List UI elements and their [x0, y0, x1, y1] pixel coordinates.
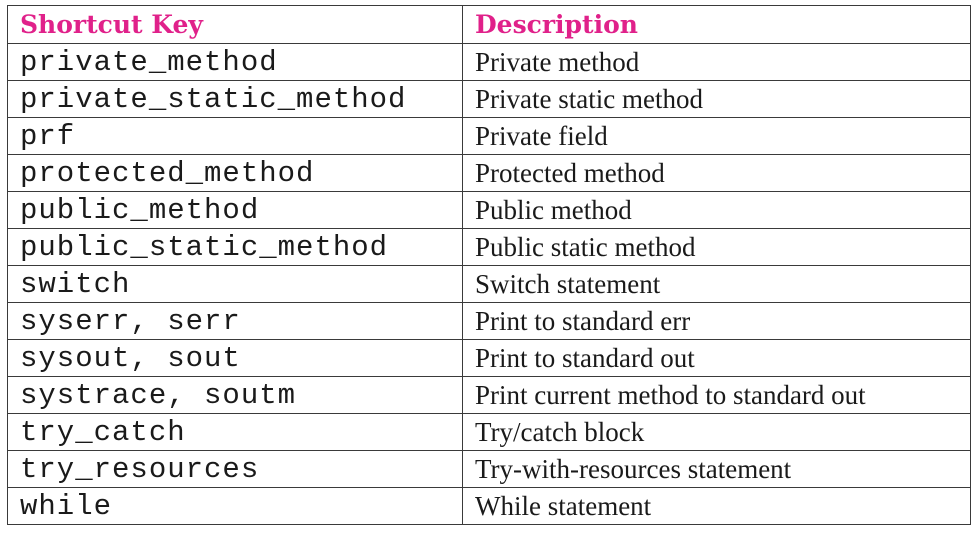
shortcut-key-cell: prf — [7, 117, 463, 155]
shortcut-key-cell: protected_method — [7, 154, 463, 192]
shortcut-key-cell: private_method — [7, 43, 463, 81]
description-cell: Try/catch block — [462, 413, 971, 451]
description-cell: While statement — [462, 487, 971, 525]
header-shortcut-key: Shortcut Key — [7, 5, 463, 44]
table-row: systrace, soutm Print current method to … — [7, 376, 971, 414]
header-description: Description — [462, 5, 971, 44]
description-cell: Private field — [462, 117, 971, 155]
shortcut-key-cell: try_resources — [7, 450, 463, 488]
table-row: private_method Private method — [7, 43, 971, 81]
table-body: private_method Private method private_st… — [7, 43, 971, 525]
table-row: private_static_method Private static met… — [7, 80, 971, 118]
table-row: sysout, sout Print to standard out — [7, 339, 971, 377]
shortcut-table: Shortcut Key Description private_method … — [7, 5, 971, 525]
description-cell: Print current method to standard out — [462, 376, 971, 414]
table-row: public_static_method Public static metho… — [7, 228, 971, 266]
description-cell: Private method — [462, 43, 971, 81]
description-cell: Protected method — [462, 154, 971, 192]
shortcut-key-cell: public_method — [7, 191, 463, 229]
table-row: public_method Public method — [7, 191, 971, 229]
shortcut-key-cell: while — [7, 487, 463, 525]
shortcut-key-cell: try_catch — [7, 413, 463, 451]
description-cell: Try-with-resources statement — [462, 450, 971, 488]
description-cell: Print to standard err — [462, 302, 971, 340]
table-row: try_catch Try/catch block — [7, 413, 971, 451]
description-cell: Print to standard out — [462, 339, 971, 377]
shortcut-key-cell: switch — [7, 265, 463, 303]
description-cell: Switch statement — [462, 265, 971, 303]
description-cell: Public static method — [462, 228, 971, 266]
shortcut-key-cell: public_static_method — [7, 228, 463, 266]
shortcut-key-cell: sysout, sout — [7, 339, 463, 377]
header-row: Shortcut Key Description — [7, 5, 971, 44]
table-row: prf Private field — [7, 117, 971, 155]
table-row: while While statement — [7, 487, 971, 525]
description-cell: Private static method — [462, 80, 971, 118]
table-row: switch Switch statement — [7, 265, 971, 303]
description-cell: Public method — [462, 191, 971, 229]
shortcut-key-cell: systrace, soutm — [7, 376, 463, 414]
table-row: try_resources Try-with-resources stateme… — [7, 450, 971, 488]
shortcut-key-cell: syserr, serr — [7, 302, 463, 340]
table-row: syserr, serr Print to standard err — [7, 302, 971, 340]
shortcut-key-cell: private_static_method — [7, 80, 463, 118]
table-header: Shortcut Key Description — [7, 5, 971, 44]
table-row: protected_method Protected method — [7, 154, 971, 192]
